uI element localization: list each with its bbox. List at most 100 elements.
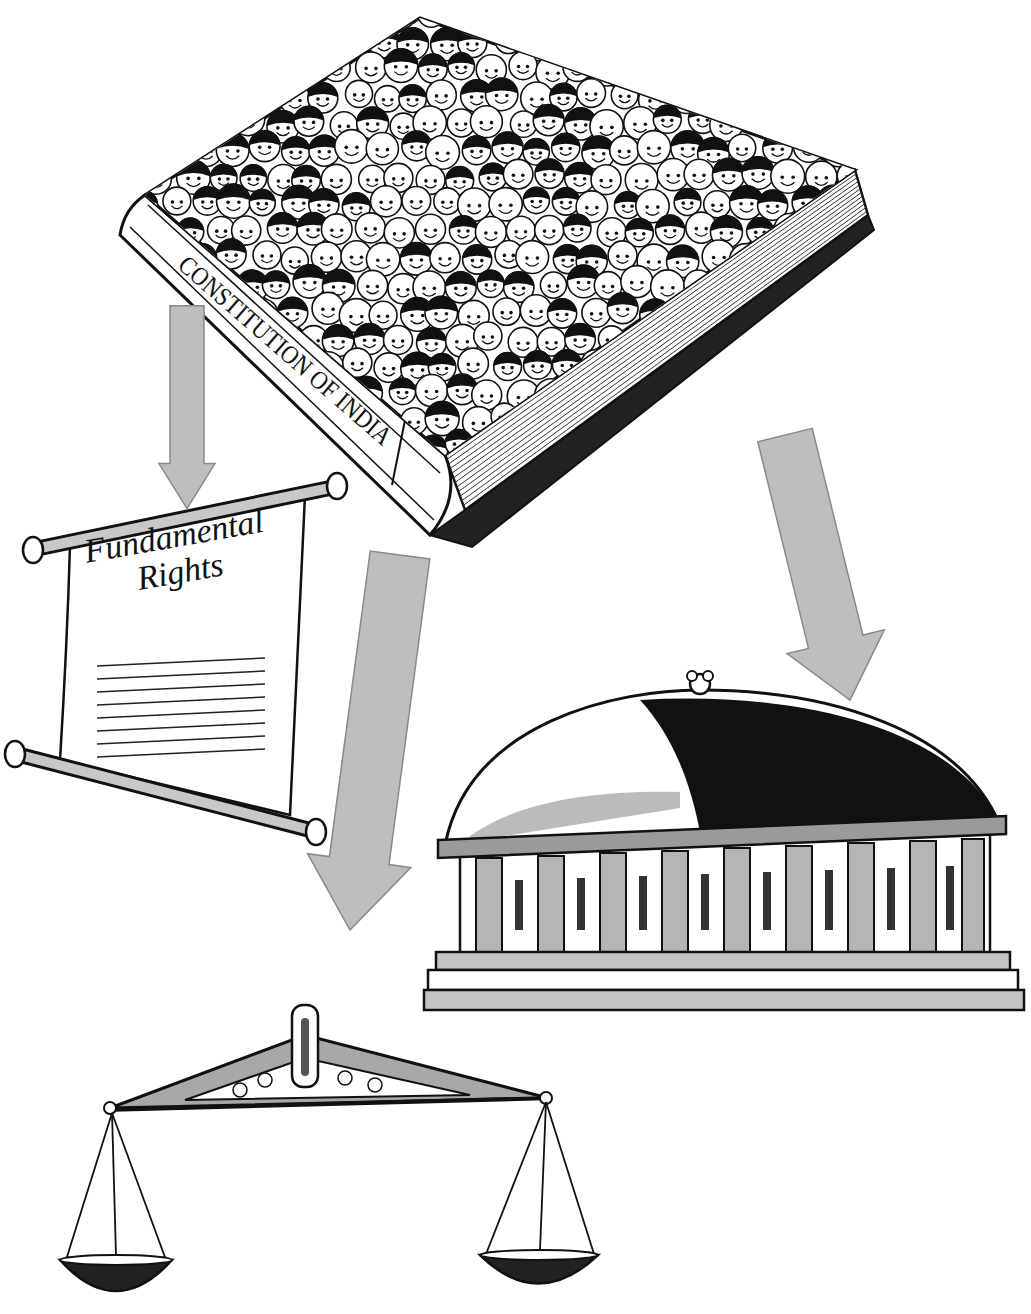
face-hair	[164, 23, 194, 38]
face-mouth	[600, 132, 613, 135]
face	[523, 186, 549, 213]
face	[112, 109, 145, 142]
face	[343, 348, 372, 377]
face-eye	[261, 254, 265, 258]
face-hair	[688, 104, 717, 118]
face-eye	[336, 14, 340, 18]
face-outline	[565, 5, 592, 32]
face-mouth	[155, 239, 168, 242]
face-eye	[852, 228, 856, 232]
face-eye	[291, 202, 295, 206]
face-eye	[671, 286, 675, 290]
face-outline	[112, 109, 145, 142]
face	[357, 270, 387, 300]
face-mouth	[200, 156, 213, 159]
face-eye	[828, 254, 832, 258]
face-outline	[777, 0, 811, 32]
face-eye	[410, 314, 414, 318]
face-eye	[242, 65, 246, 69]
face-eye	[148, 254, 152, 258]
face-hair	[777, 0, 811, 14]
face-outline	[715, 1, 743, 29]
face-eye	[147, 146, 151, 150]
face-mouth	[753, 292, 767, 295]
face-hair	[816, 76, 846, 91]
face-mouth	[616, 49, 627, 52]
face-mouth	[772, 153, 784, 156]
face-outline	[696, 25, 729, 58]
face-eye	[132, 336, 136, 340]
face-mouth	[503, 259, 514, 262]
face-mouth	[710, 103, 721, 106]
face-eye	[321, 308, 325, 312]
face-eye	[434, 342, 438, 346]
face-eye	[224, 65, 228, 69]
face-mouth	[693, 180, 705, 183]
face-eye	[422, 286, 426, 290]
face-outline	[582, 298, 611, 327]
face-eye	[349, 315, 353, 319]
face-eye	[856, 340, 860, 344]
face-mouth	[697, 124, 708, 127]
face-hair	[131, 190, 158, 203]
face-eye	[273, 18, 277, 22]
face-eye	[316, 339, 320, 343]
face-eye	[491, 335, 495, 339]
face-outline	[356, 52, 387, 83]
column	[962, 839, 984, 952]
face-eye	[645, 205, 649, 209]
face-mouth	[693, 289, 705, 292]
face-eye	[346, 14, 350, 18]
face-eye	[444, 94, 448, 98]
face-hair	[277, 297, 307, 312]
face	[430, 243, 460, 273]
face-mouth	[531, 205, 541, 208]
face-mouth	[722, 180, 735, 183]
face-eye	[589, 363, 593, 367]
face-outline	[852, 184, 886, 218]
face-eye	[796, 96, 800, 100]
face-mouth	[848, 21, 859, 24]
face-mouth	[487, 23, 500, 26]
face	[757, 293, 786, 323]
face-mouth	[600, 185, 612, 188]
face	[674, 188, 701, 216]
face-eye	[599, 126, 603, 130]
face-eye	[476, 363, 480, 367]
face-hair	[817, 185, 848, 200]
face-eye	[137, 95, 141, 99]
face-mouth	[393, 238, 405, 241]
face-eye	[522, 286, 526, 290]
face-outline	[341, 26, 371, 56]
face-mouth	[226, 103, 239, 106]
face-hair	[130, 347, 164, 364]
face-eye	[392, 339, 396, 343]
face-mouth	[681, 103, 693, 106]
base-step	[428, 970, 1018, 990]
face-eye	[247, 177, 251, 181]
face	[851, 245, 878, 273]
face-mouth	[122, 342, 135, 345]
face-mouth	[437, 372, 448, 375]
face-eye	[670, 119, 674, 123]
face-mouth	[796, 102, 808, 105]
face-eye	[331, 308, 335, 312]
face-mouth	[367, 291, 379, 294]
face	[388, 1, 415, 29]
face-hair	[535, 158, 564, 173]
face-eye	[782, 125, 786, 129]
face-eye	[561, 258, 565, 262]
face-eye	[616, 307, 620, 311]
face-outline	[204, 109, 233, 138]
face-mouth	[435, 318, 448, 321]
face-outline	[321, 214, 352, 245]
face-eye	[538, 44, 542, 48]
face-mouth	[860, 264, 871, 267]
face-eye	[226, 177, 230, 181]
face-hair	[563, 213, 591, 227]
face	[289, 1, 322, 34]
face	[282, 27, 308, 54]
face-mouth	[499, 210, 512, 213]
face	[747, 326, 777, 356]
face	[549, 23, 583, 57]
